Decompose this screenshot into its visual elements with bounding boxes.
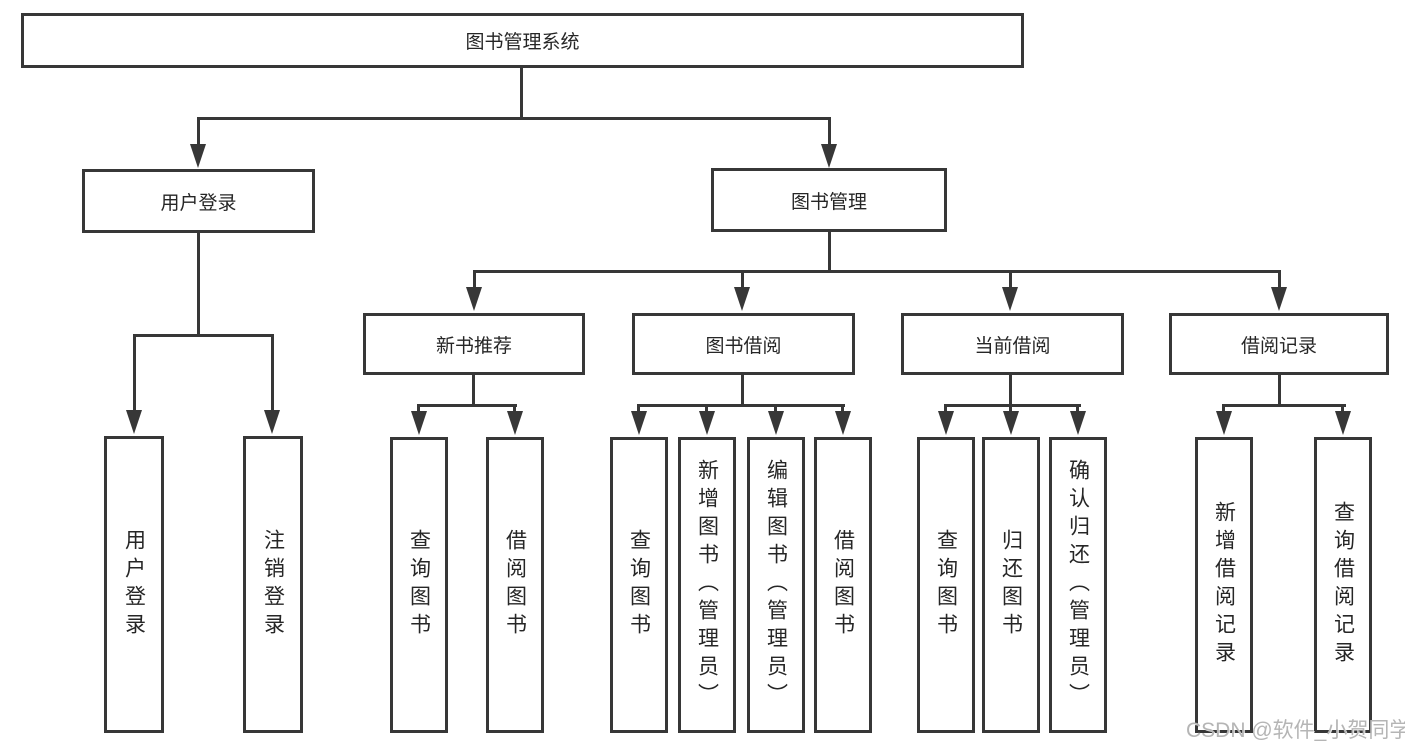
- connector-root-stem: [520, 68, 523, 118]
- watermark-text: CSDN @软件_小贺同学: [1186, 719, 1405, 742]
- connector-drop-bb-add: [705, 404, 708, 413]
- connector-borrowrecord-bar: [1222, 404, 1346, 407]
- leaf-add-borrow-record: 新增借阅记录: [1195, 437, 1253, 733]
- leaf-borrow-query-book: 查询图书: [610, 437, 668, 733]
- connector-drop-leaf-logout: [271, 334, 274, 411]
- connector-currentborrow-stem: [1009, 375, 1012, 406]
- leaf-borrow-borrow-book-label: 借阅图书: [831, 529, 855, 641]
- node-user-login: 用户登录: [82, 169, 315, 233]
- leaf-newbook-borrow-book: 借阅图书: [486, 437, 544, 733]
- arrowhead-cb-confirm: [1070, 411, 1086, 435]
- connector-drop-bb-edit: [774, 404, 777, 413]
- leaf-newbook-query-book: 查询图书: [390, 437, 448, 733]
- arrowhead-current-borrow: [1002, 287, 1018, 311]
- leaf-borrow-borrow-book: 借阅图书: [814, 437, 872, 733]
- connector-drop-new-book: [473, 270, 476, 288]
- connector-drop-book-borrow: [741, 270, 744, 288]
- connector-userlogin-stem: [197, 233, 200, 336]
- leaf-user-login: 用户登录: [104, 436, 164, 733]
- connector-currentborrow-bar: [944, 404, 1081, 407]
- leaf-query-borrow-record-label: 查询借阅记录: [1331, 501, 1355, 669]
- leaf-edit-book-admin-label: 编辑图书（管理员）: [764, 459, 788, 711]
- arrowhead-leaf-login: [126, 410, 142, 434]
- connector-drop-borrow-record: [1278, 270, 1281, 288]
- connector-drop-cb-return: [1009, 404, 1012, 413]
- node-borrow-record: 借阅记录: [1169, 313, 1389, 375]
- node-book-management: 图书管理: [711, 168, 947, 232]
- connector-bookborrow-stem: [741, 375, 744, 406]
- leaf-borrow-query-book-label: 查询图书: [627, 529, 651, 641]
- leaf-return-book: 归还图书: [982, 437, 1040, 733]
- node-book-borrow: 图书借阅: [632, 313, 855, 375]
- connector-drop-br-add: [1222, 404, 1225, 413]
- arrowhead-borrow-record: [1271, 287, 1287, 311]
- arrowhead-book-borrow: [734, 287, 750, 311]
- leaf-current-query-book: 查询图书: [917, 437, 975, 733]
- node-library-system: 图书管理系统: [21, 13, 1024, 68]
- leaf-add-book-admin-label: 新增图书（管理员）: [695, 459, 719, 711]
- arrowhead-cb-query: [938, 411, 954, 435]
- connector-newbook-stem: [472, 375, 475, 406]
- connector-drop-br-query: [1341, 404, 1344, 413]
- connector-drop-bb-borrow: [841, 404, 844, 413]
- arrowhead-newbook-query: [411, 411, 427, 435]
- arrowhead-book-mgmt: [821, 144, 837, 168]
- arrowhead-cb-return: [1003, 411, 1019, 435]
- arrowhead-bb-add: [699, 411, 715, 435]
- arrowhead-bb-edit: [768, 411, 784, 435]
- leaf-return-book-label: 归还图书: [999, 529, 1023, 641]
- connector-drop-current-borrow: [1009, 270, 1012, 288]
- leaf-add-borrow-record-label: 新增借阅记录: [1212, 501, 1236, 669]
- connector-drop-book-mgmt: [828, 117, 831, 145]
- arrowhead-new-book: [466, 287, 482, 311]
- leaf-current-query-book-label: 查询图书: [934, 529, 958, 641]
- node-new-book-recommend: 新书推荐: [363, 313, 585, 375]
- leaf-newbook-query-book-label: 查询图书: [407, 529, 431, 641]
- connector-borrowrecord-stem: [1278, 375, 1281, 406]
- connector-drop-cb-confirm: [1076, 404, 1079, 413]
- connector-bookborrow-bar: [637, 404, 845, 407]
- arrowhead-newbook-borrow: [507, 411, 523, 435]
- arrowhead-user-login: [190, 144, 206, 168]
- connector-drop-bb-query: [637, 404, 640, 413]
- leaf-confirm-return-admin-label: 确认归还（管理员）: [1066, 459, 1090, 711]
- connector-drop-newbook-borrow: [513, 404, 516, 413]
- arrowhead-br-query: [1335, 411, 1351, 435]
- leaf-logout-label: 注销登录: [261, 528, 285, 641]
- connector-drop-cb-query: [944, 404, 947, 413]
- node-current-borrow: 当前借阅: [901, 313, 1124, 375]
- connector-userlogin-bar: [133, 334, 274, 337]
- connector-newbook-bar: [417, 404, 517, 407]
- leaf-logout: 注销登录: [243, 436, 303, 733]
- arrowhead-bb-query: [631, 411, 647, 435]
- leaf-query-borrow-record: 查询借阅记录: [1314, 437, 1372, 733]
- leaf-edit-book-admin: 编辑图书（管理员）: [747, 437, 805, 733]
- connector-bookmgmt-bar: [473, 270, 1281, 273]
- connector-bookmgmt-stem: [828, 232, 831, 273]
- leaf-user-login-label: 用户登录: [122, 528, 146, 641]
- arrowhead-bb-borrow: [835, 411, 851, 435]
- connector-drop-newbook-query: [417, 404, 420, 413]
- leaf-newbook-borrow-book-label: 借阅图书: [503, 529, 527, 641]
- arrowhead-br-add: [1216, 411, 1232, 435]
- connector-drop-user-login: [197, 117, 200, 145]
- leaf-add-book-admin: 新增图书（管理员）: [678, 437, 736, 733]
- connector-drop-leaf-login: [133, 334, 136, 411]
- arrowhead-leaf-logout: [264, 410, 280, 434]
- connector-root-bar: [197, 117, 831, 120]
- leaf-confirm-return-admin: 确认归还（管理员）: [1049, 437, 1107, 733]
